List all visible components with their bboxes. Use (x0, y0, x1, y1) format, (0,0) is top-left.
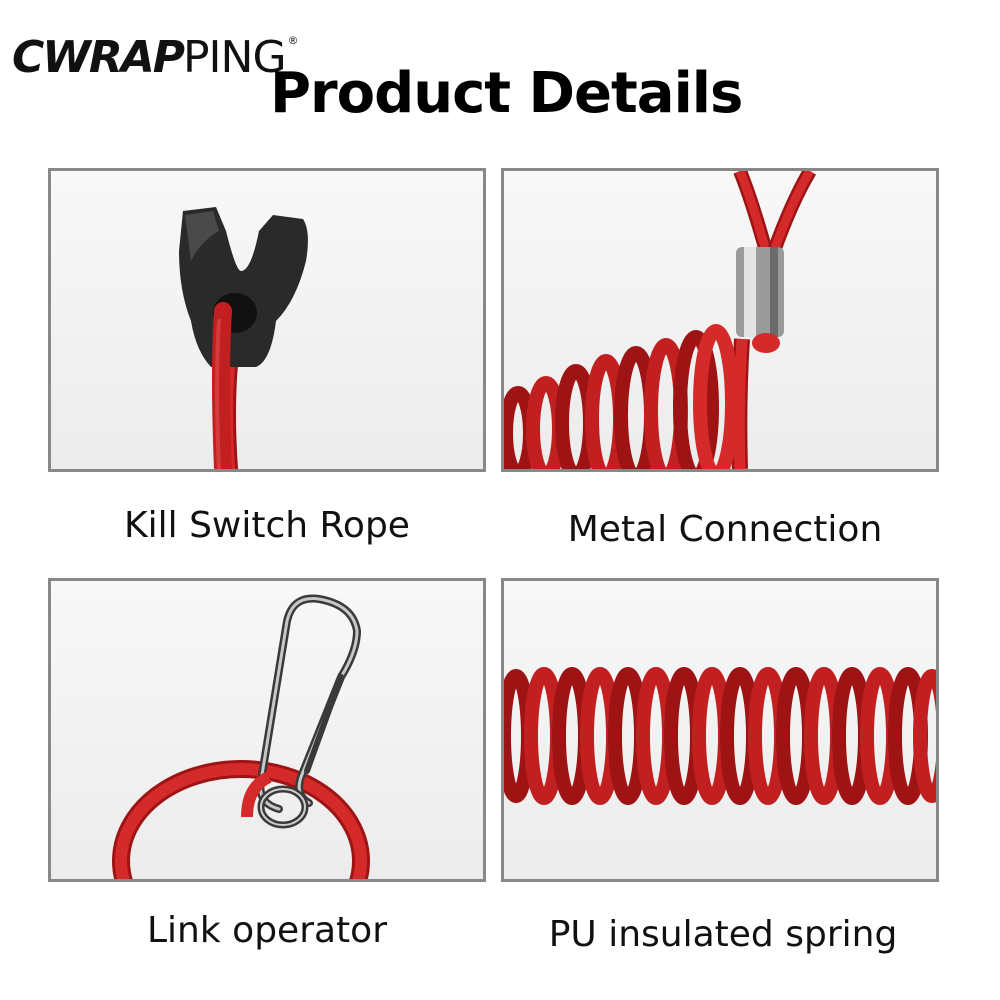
kill-switch-rope-image (48, 168, 486, 472)
brand-logo: CWRAP PING ® (12, 30, 299, 86)
caption-link-operator: Link operator (147, 910, 387, 951)
link-operator-image (48, 578, 486, 882)
snap-hook-icon (112, 594, 370, 879)
pu-insulated-spring-image (501, 578, 939, 882)
caption-metal-connection: Metal Connection (567, 509, 883, 550)
metal-connection-image (501, 168, 939, 472)
logo-light-text: PING (183, 32, 287, 83)
registered-mark: ® (287, 34, 299, 47)
page-title: Product Details (270, 61, 743, 126)
caption-kill-switch-rope: Kill Switch Rope (124, 505, 410, 546)
clip-icon (179, 207, 308, 469)
metal-sleeve-icon (504, 171, 817, 469)
logo-bold-text: CWRAP (12, 32, 185, 83)
caption-pu-insulated-spring: PU insulated spring (548, 914, 898, 955)
coil-spring-icon (504, 667, 936, 805)
